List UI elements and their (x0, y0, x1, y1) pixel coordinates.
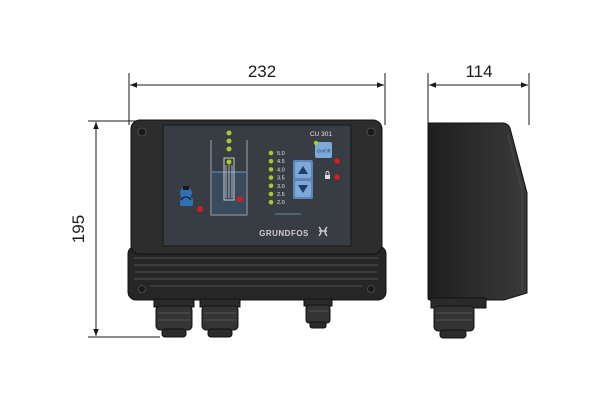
onoff-button[interactable]: On/Off (315, 142, 332, 158)
depth-dimension: 114 (427, 62, 530, 125)
cable-gland-middle (199, 298, 241, 338)
onoff-led (334, 158, 340, 164)
front-view: 5.0 4.5 4.0 3.5 3.0 2.5 2.0 On/Off CU 301 GRUN… (127, 119, 387, 338)
width-dimension: 232 (128, 62, 386, 125)
screw-icon (138, 285, 146, 293)
level-label: 4.5 (277, 159, 285, 165)
housing-ribs (134, 257, 378, 287)
level-led (268, 175, 274, 180)
screw-icon (366, 127, 376, 137)
level-label: 3.5 (277, 176, 285, 182)
screw-icon (137, 127, 147, 137)
level-label: 5.0 (277, 151, 285, 157)
screw-icon (367, 285, 375, 293)
level-scale: 5.0 4.5 4.0 3.5 3.0 2.5 2.0 (268, 150, 285, 206)
side-cable-gland (433, 305, 475, 339)
led-green (226, 146, 232, 152)
lock-led (334, 174, 340, 180)
level-led (268, 150, 274, 156)
side-view (427, 122, 528, 339)
level-label: 3.0 (277, 184, 285, 190)
height-dimension: 195 (69, 120, 160, 338)
level-led (268, 183, 274, 189)
down-arrow-icon (298, 185, 308, 193)
tank-graphic (210, 130, 248, 216)
level-label: 2.5 (277, 192, 285, 198)
level-label: 2.0 (277, 200, 285, 206)
led-green (226, 159, 232, 165)
depth-value: 114 (465, 62, 492, 81)
level-led (268, 167, 274, 172)
led-green (226, 130, 232, 136)
level-led (268, 158, 274, 164)
lock-icon (325, 171, 330, 179)
model-label: CU 301 (310, 131, 332, 138)
brand-logo-icon (318, 226, 328, 237)
brand-logo-text: GRUNDFOS (259, 229, 309, 238)
cable-gland-right (303, 298, 333, 329)
level-led (268, 191, 274, 197)
button-pad (293, 160, 313, 199)
level-led (268, 199, 274, 205)
height-value: 195 (69, 215, 88, 243)
alarm-led (237, 196, 243, 202)
pump-alarm-icon (180, 186, 193, 206)
pump-alarm-led (197, 206, 203, 212)
cable-gland-left (153, 298, 195, 338)
level-label: 4.0 (277, 167, 285, 173)
led-green (226, 138, 232, 144)
up-arrow-icon (298, 166, 308, 174)
width-value: 232 (248, 62, 276, 81)
onoff-label: On/Off (317, 149, 331, 154)
power-led (313, 140, 319, 146)
